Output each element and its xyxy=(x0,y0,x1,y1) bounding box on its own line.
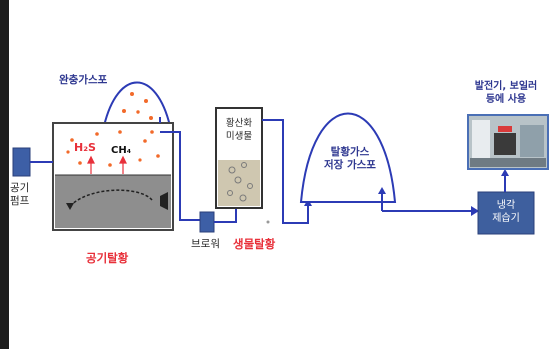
label-buffer-gas-holder: 완충가스포 xyxy=(59,74,108,86)
slurry-liquid xyxy=(55,175,171,228)
label-blower: 브로워 xyxy=(191,238,220,250)
blower-box xyxy=(199,211,215,233)
label-sulfur-microbe-line1: 황산화 xyxy=(225,118,253,129)
cooler-dehumidifier-box xyxy=(477,191,535,235)
label-h2s: H₂S xyxy=(74,141,96,154)
label-air-pump-line2: 펌프 xyxy=(10,195,30,207)
label-usage: 발전기, 보일러 등에 사용 xyxy=(456,80,556,106)
label-usage-line2: 등에 사용 xyxy=(485,94,527,105)
generator-photo xyxy=(467,114,549,170)
gas-release-arrows xyxy=(87,155,127,174)
label-cooler-line1: 냉각 xyxy=(496,200,516,211)
label-sulfur-microbe-line2: 미생물 xyxy=(225,131,253,142)
label-desulfurized-gas-storage: 탈황가스 저장 가스포 xyxy=(309,146,391,172)
label-cooler-line2: 제습기 xyxy=(492,213,520,224)
agitator-icon xyxy=(160,192,168,210)
label-air-pump: 공기 펌프 xyxy=(10,182,29,208)
label-cooler-dehumidifier: 냉각 제습기 xyxy=(478,199,534,225)
stirring-arrow xyxy=(69,189,153,207)
buffer-gas-dome xyxy=(103,81,171,127)
label-sulfur-oxidizing-microbe: 황산화 미생물 xyxy=(219,117,259,143)
left-edge-bar xyxy=(0,0,9,349)
label-air-pump-line1: 공기 xyxy=(10,182,30,194)
label-storage-line1: 탈황가스 xyxy=(330,146,370,158)
flow-blower-to-column xyxy=(214,205,237,223)
air-pump-box xyxy=(12,147,31,177)
label-bio-desulfurization: 생물탈황 xyxy=(233,237,276,251)
label-air-desulfurization: 공기탈황 xyxy=(86,251,129,265)
flow-column-to-storage xyxy=(262,119,309,224)
label-storage-line2: 저장 가스포 xyxy=(324,159,376,171)
bubbles xyxy=(227,162,253,202)
flow-tank-to-blower xyxy=(160,131,201,221)
label-ch4: CH₄ xyxy=(111,145,132,156)
gas-dots-tank xyxy=(66,130,160,167)
gas-dots-dome xyxy=(122,92,153,120)
label-usage-line1: 발전기, 보일러 xyxy=(474,81,538,92)
storage-gas-dome xyxy=(299,112,397,203)
